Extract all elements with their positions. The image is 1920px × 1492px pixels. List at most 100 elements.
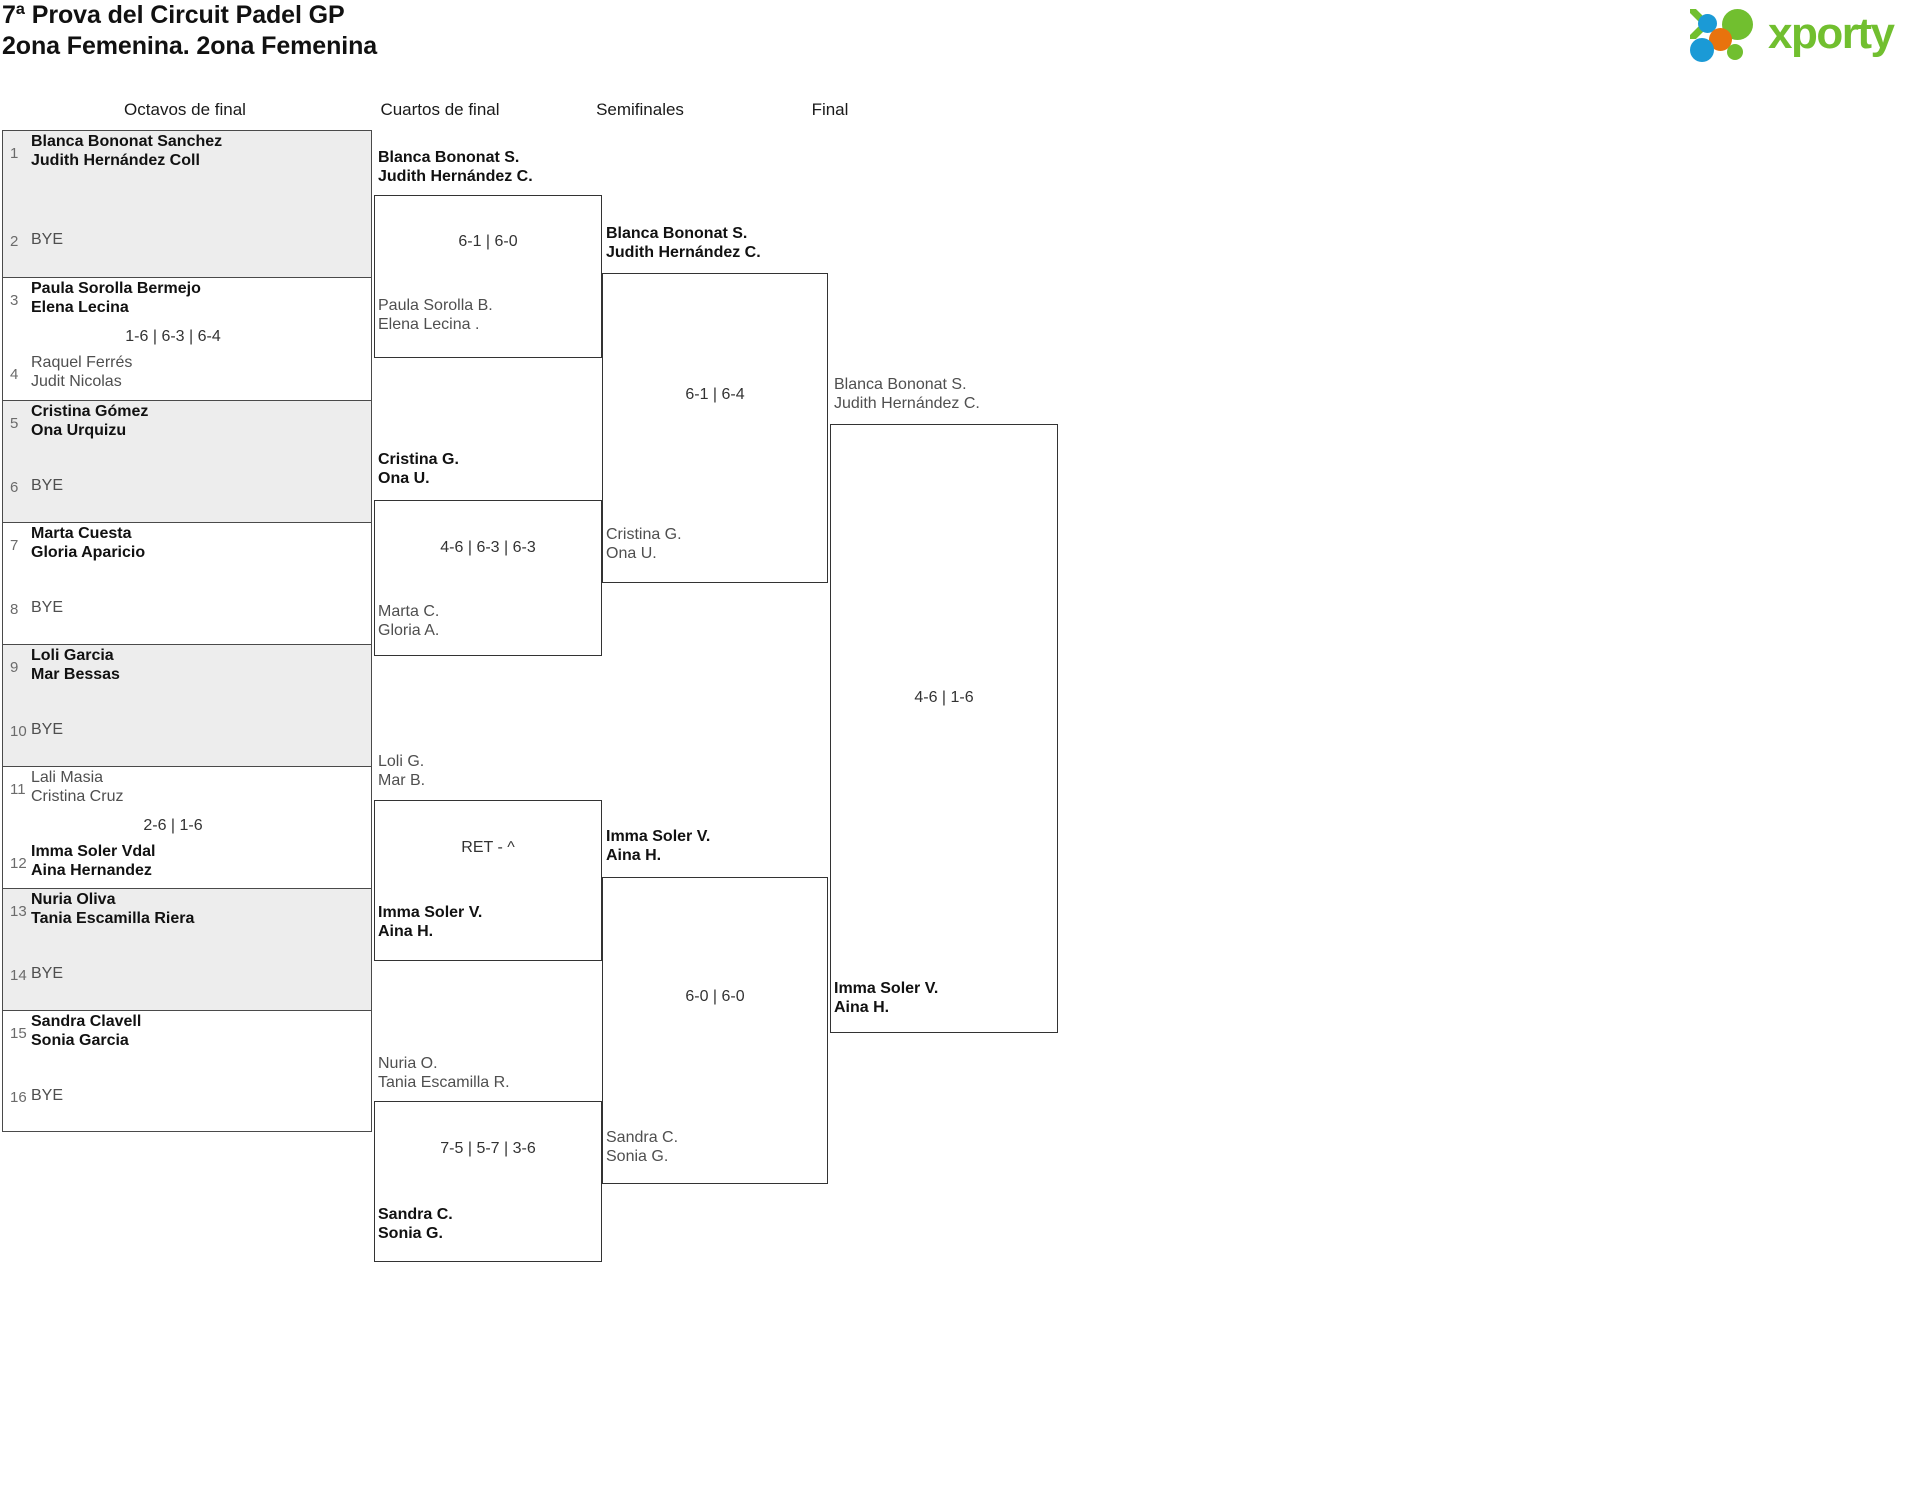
bye-label: BYE — [31, 599, 64, 616]
sf-match-box[interactable]: 6-1 | 6-4 — [602, 273, 828, 583]
team-names: Sandra Clavell Sonia Garcia — [31, 1013, 142, 1049]
qf-team-top[interactable]: Cristina G. Ona U. — [378, 451, 459, 487]
match-score: 6-1 | 6-0 — [458, 233, 518, 250]
team-names: Raquel Ferrés Judit Nicolas — [31, 354, 133, 390]
round1-slot-bottom[interactable]: 4 Raquel Ferrés Judit Nicolas — [3, 352, 371, 404]
logo-dots-icon — [1688, 6, 1768, 62]
team-names: Marta Cuesta Gloria Aparicio — [31, 525, 146, 561]
seed-number: 5 — [10, 415, 19, 432]
seed-number: 6 — [10, 479, 19, 496]
seed-number: 11 — [10, 781, 26, 798]
sf-match-box[interactable]: 6-0 | 6-0 — [602, 877, 828, 1184]
qf-team-top[interactable]: Blanca Bononat S. Judith Hernández C. — [378, 149, 533, 185]
qf-team-bottom[interactable]: Marta C. Gloria A. — [378, 603, 440, 639]
bye-label: BYE — [31, 477, 64, 494]
round1-match[interactable]: 13 Nuria Oliva Tania Escamilla Riera 14 … — [2, 888, 372, 1010]
seed-number: 4 — [10, 366, 19, 383]
round1-match[interactable]: 15 Sandra Clavell Sonia Garcia 16 BYE — [2, 1010, 372, 1132]
round1-column: 1 Blanca Bononat Sanchez Judith Hernánde… — [2, 130, 372, 1132]
qf-team-bottom[interactable]: Imma Soler V. Aina H. — [378, 904, 483, 940]
match-score: 4-6 | 1-6 — [914, 689, 974, 706]
sf-team-top[interactable]: Blanca Bononat S. Judith Hernández C. — [606, 225, 761, 261]
seed-number: 12 — [10, 855, 27, 872]
round1-slot-top[interactable]: 15 Sandra Clavell Sonia Garcia — [3, 1011, 371, 1063]
xporty-logo[interactable]: xporty — [1688, 5, 1915, 63]
logo-dot-green-small-icon — [1727, 44, 1743, 60]
qf-match-box[interactable]: RET - ^ — [374, 800, 602, 961]
round1-match[interactable]: 9 Loli Garcia Mar Bessas 10 BYE — [2, 644, 372, 766]
bye-label: BYE — [31, 721, 64, 738]
team-names: Paula Sorolla Bermejo Elena Lecina — [31, 280, 201, 316]
round1-match[interactable]: 5 Cristina Gómez Ona Urquizu 6 BYE — [2, 400, 372, 522]
round1-slot-top[interactable]: 11 Lali Masia Cristina Cruz — [3, 767, 371, 819]
round1-match[interactable]: 7 Marta Cuesta Gloria Aparicio 8 BYE — [2, 522, 372, 644]
round1-match[interactable]: 1 Blanca Bononat Sanchez Judith Hernánde… — [2, 130, 372, 277]
qf-team-bottom[interactable]: Sandra C. Sonia G. — [378, 1206, 453, 1242]
team-names: Lali Masia Cristina Cruz — [31, 769, 124, 805]
seed-number: 2 — [10, 233, 19, 250]
sf-team-bottom[interactable]: Cristina G. Ona U. — [606, 526, 682, 562]
round1-slot-bottom[interactable]: 14 BYE — [3, 953, 371, 1005]
title-line-2: 2ona Femenina. 2ona Femenina — [2, 32, 378, 60]
title-line-1: 7ª Prova del Circuit Padel GP — [2, 1, 345, 29]
round1-match[interactable]: 3 Paula Sorolla Bermejo Elena Lecina 1-6… — [2, 277, 372, 400]
match-score: 4-6 | 6-3 | 6-3 — [440, 539, 536, 556]
final-team-top[interactable]: Blanca Bononat S. Judith Hernández C. — [834, 376, 980, 412]
round1-slot-top[interactable]: 1 Blanca Bononat Sanchez Judith Hernánde… — [3, 131, 371, 183]
round1-slot-bottom[interactable]: 12 Imma Soler Vdal Aina Hernandez — [3, 841, 371, 893]
team-names: Cristina Gómez Ona Urquizu — [31, 403, 149, 439]
round1-match[interactable]: 11 Lali Masia Cristina Cruz 2-6 | 1-6 12… — [2, 766, 372, 888]
match-score: 6-0 | 6-0 — [685, 988, 745, 1005]
seed-number: 14 — [10, 967, 27, 984]
team-names: Nuria Oliva Tania Escamilla Riera — [31, 891, 195, 927]
match-score: 6-1 | 6-4 — [685, 386, 745, 403]
qf-match-box[interactable]: 4-6 | 6-3 | 6-3 — [374, 500, 602, 656]
qf-team-top[interactable]: Loli G. Mar B. — [378, 753, 426, 789]
match-score: 7-5 | 5-7 | 3-6 — [440, 1140, 536, 1157]
round1-slot-bottom[interactable]: 8 BYE — [3, 587, 371, 639]
round-header-semis: Semifinales — [596, 100, 684, 119]
seed-number: 9 — [10, 659, 19, 676]
round1-slot-bottom[interactable]: 6 BYE — [3, 465, 371, 517]
page-title: 7ª Prova del Circuit Padel GP 2ona Femen… — [2, 0, 377, 62]
seed-number: 7 — [10, 537, 19, 554]
qf-match-box[interactable]: 7-5 | 5-7 | 3-6 — [374, 1101, 602, 1262]
qf-team-bottom[interactable]: Paula Sorolla B. Elena Lecina . — [378, 297, 493, 333]
round-header-octavos: Octavos de final — [124, 100, 246, 119]
round1-slot-top[interactable]: 3 Paula Sorolla Bermejo Elena Lecina — [3, 278, 371, 330]
bye-label: BYE — [31, 231, 64, 248]
qf-match-box[interactable]: 6-1 | 6-0 — [374, 195, 602, 358]
round1-slot-top[interactable]: 7 Marta Cuesta Gloria Aparicio — [3, 523, 371, 575]
qf-team-top[interactable]: Nuria O. Tania Escamilla R. — [378, 1055, 510, 1091]
seed-number: 1 — [10, 145, 19, 162]
seed-number: 15 — [10, 1025, 27, 1042]
team-names: Loli Garcia Mar Bessas — [31, 647, 120, 683]
team-names: Imma Soler Vdal Aina Hernandez — [31, 843, 156, 879]
round1-slot-bottom[interactable]: 2 BYE — [3, 219, 371, 271]
logo-dot-blue-large-icon — [1690, 38, 1714, 62]
round1-slot-bottom[interactable]: 10 BYE — [3, 709, 371, 761]
sf-team-top[interactable]: Imma Soler V. Aina H. — [606, 828, 711, 864]
seed-number: 3 — [10, 292, 19, 309]
seed-number: 10 — [10, 723, 27, 740]
final-team-bottom[interactable]: Imma Soler V. Aina H. — [834, 980, 939, 1016]
round-header-final: Final — [811, 100, 849, 119]
match-score: 2-6 | 1-6 — [143, 817, 203, 834]
logo-dot-blue-small-icon — [1698, 14, 1717, 33]
team-names: Blanca Bononat Sanchez Judith Hernández … — [31, 133, 223, 169]
match-score: RET - ^ — [461, 839, 515, 856]
final-match-box[interactable]: 4-6 | 1-6 — [830, 424, 1058, 1033]
round1-slot-top[interactable]: 9 Loli Garcia Mar Bessas — [3, 645, 371, 697]
bye-label: BYE — [31, 965, 64, 982]
sf-team-bottom[interactable]: Sandra C. Sonia G. — [606, 1129, 679, 1165]
round1-slot-top[interactable]: 5 Cristina Gómez Ona Urquizu — [3, 401, 371, 453]
round1-slot-bottom[interactable]: 16 BYE — [3, 1075, 371, 1127]
bye-label: BYE — [31, 1087, 64, 1104]
seed-number: 8 — [10, 601, 19, 618]
match-score: 1-6 | 6-3 | 6-4 — [125, 328, 221, 345]
seed-number: 13 — [10, 903, 27, 920]
logo-dot-orange-icon — [1709, 28, 1732, 51]
logo-wordmark: xporty — [1768, 9, 1895, 58]
round1-slot-top[interactable]: 13 Nuria Oliva Tania Escamilla Riera — [3, 889, 371, 941]
